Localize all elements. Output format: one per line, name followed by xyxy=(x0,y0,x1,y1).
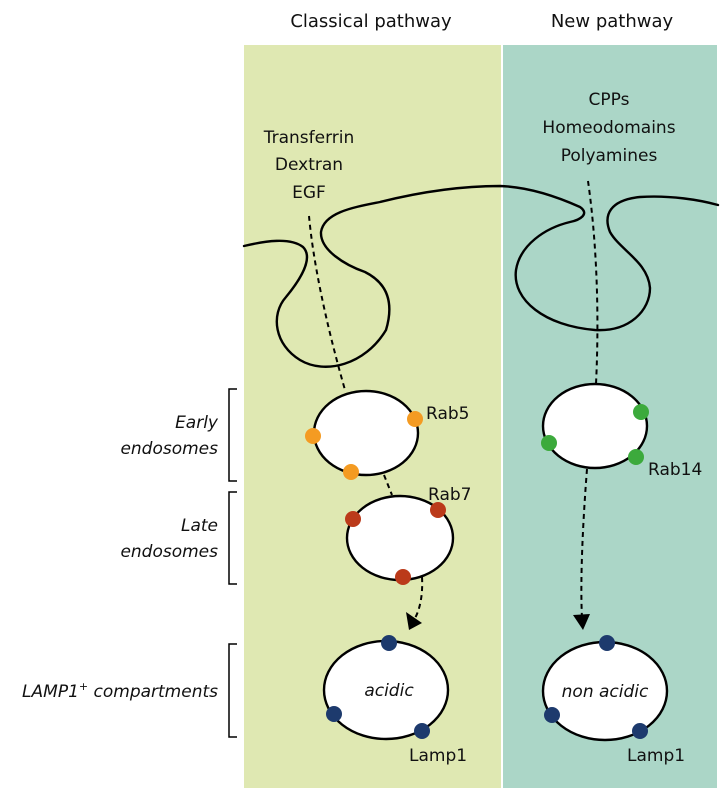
cargo-transferrin: Transferrin xyxy=(263,128,355,148)
lamp1-prefix: LAMP1 xyxy=(22,682,79,702)
new-pathway-header: New pathway xyxy=(551,11,674,32)
rab14-dot xyxy=(633,404,649,420)
early-to-late-trajectory xyxy=(383,474,393,496)
rab5-dot xyxy=(407,411,423,427)
lamp1-dot xyxy=(414,723,430,739)
cargo-cpps: CPPs xyxy=(589,90,630,110)
late-endosomes-label-line1: Late xyxy=(181,516,218,536)
lamp1-compartments-bracket xyxy=(228,643,237,738)
rab14-markers xyxy=(541,404,649,465)
early-endosome xyxy=(312,389,420,477)
lamp1-suffix: compartments xyxy=(88,682,218,702)
early-endosomes-label-line1: Early xyxy=(175,413,219,433)
cargo-dextran: Dextran xyxy=(275,155,343,175)
rab14-vesicle xyxy=(541,382,649,470)
rab7-label: Rab7 xyxy=(428,485,471,505)
classical-pathway-header: Classical pathway xyxy=(290,11,452,32)
lamp1-dot xyxy=(544,707,560,723)
lamp1-compartments-label: LAMP1+ compartments xyxy=(22,680,218,702)
late-endosomes-bracket xyxy=(228,491,237,585)
rab14-to-lamp1-trajectory xyxy=(580,468,588,619)
lamp1-label-classical: Lamp1 xyxy=(409,746,467,766)
rab14-dot xyxy=(541,435,557,451)
rab7-dot xyxy=(430,502,446,518)
lamp1-dot xyxy=(632,723,648,739)
rab7-dot xyxy=(395,569,411,585)
rab5-dot xyxy=(343,464,359,480)
early-endosomes-bracket xyxy=(228,388,237,482)
lamp1-markers xyxy=(326,635,648,739)
lamp1-dot xyxy=(326,706,342,722)
rab7-dot xyxy=(345,511,361,527)
rab14-label: Rab14 xyxy=(648,460,702,480)
acidic-label: acidic xyxy=(364,681,414,701)
plasma-membrane xyxy=(242,184,720,368)
non-acidic-label: non acidic xyxy=(562,682,649,702)
lamp1-dot xyxy=(381,635,397,651)
lamp1-dot xyxy=(599,635,615,651)
cargo-homeodomains: Homeodomains xyxy=(542,118,675,138)
cargo-polyamines: Polyamines xyxy=(561,146,658,166)
rab7-markers xyxy=(345,502,446,585)
rab5-markers xyxy=(305,411,423,480)
late-to-lamp1-trajectory xyxy=(413,576,424,621)
new-pathway-trajectory xyxy=(587,180,599,385)
rab5-label: Rab5 xyxy=(426,404,469,424)
rab5-dot xyxy=(305,428,321,444)
early-endosomes-label-line2: endosomes xyxy=(120,439,218,459)
rab14-dot xyxy=(628,449,644,465)
arrowhead-icon xyxy=(573,614,590,630)
arrowhead-icon xyxy=(406,612,422,630)
lamp1-label-new: Lamp1 xyxy=(627,746,685,766)
lamp1-superscript: + xyxy=(79,680,88,693)
late-endosomes-label-line2: endosomes xyxy=(120,542,218,562)
cargo-egf: EGF xyxy=(292,183,326,203)
